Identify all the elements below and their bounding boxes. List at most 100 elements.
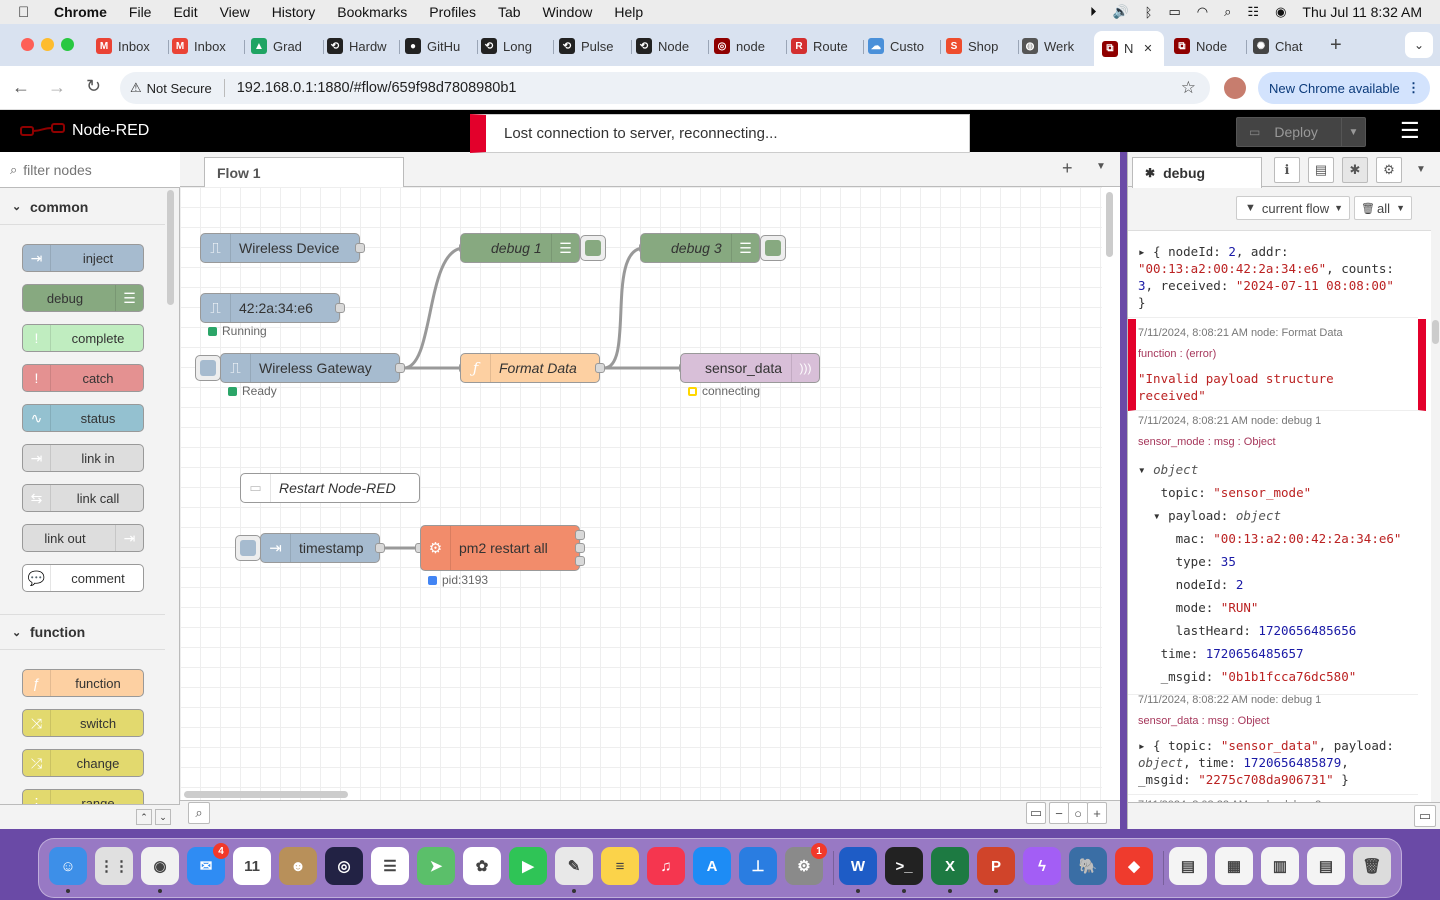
debug-3-toggle[interactable] xyxy=(760,235,786,261)
canvas-vertical-scrollbar[interactable] xyxy=(1106,192,1113,257)
node-wireless-device[interactable]: ⎍ Wireless Device xyxy=(200,233,360,263)
output-port[interactable] xyxy=(375,543,385,553)
profile-avatar[interactable] xyxy=(1224,77,1246,99)
menu-bookmarks[interactable]: Bookmarks xyxy=(337,4,408,20)
dock-chrome[interactable]: ◉ xyxy=(141,847,179,885)
dock-settings[interactable]: ⚙1 xyxy=(785,843,827,885)
tab-nodered-8[interactable]: ◎node xyxy=(714,31,782,61)
node-restart-comment[interactable]: ▭ Restart Node-RED xyxy=(240,473,420,503)
back-icon[interactable]: ← xyxy=(12,77,30,97)
debug-scrollbar[interactable] xyxy=(1432,320,1439,344)
tab-site-7[interactable]: ⟲Node xyxy=(636,31,704,61)
dock-word[interactable]: W xyxy=(839,847,877,885)
palette-node-status[interactable]: ∿status xyxy=(22,404,144,432)
forward-icon[interactable]: → xyxy=(48,77,66,97)
zoom-out-icon[interactable]: − xyxy=(1049,802,1069,824)
dock-keynote[interactable]: ⊥ xyxy=(739,847,777,885)
menu-edit[interactable]: Edit xyxy=(173,4,198,20)
bookmark-star-icon[interactable]: ☆ xyxy=(1180,78,1196,97)
menu-file[interactable]: File xyxy=(128,4,152,20)
node-debug-3[interactable]: debug 3 ☰ xyxy=(640,233,760,263)
output-port-2[interactable] xyxy=(575,543,585,553)
dock-powerpoint[interactable]: P xyxy=(977,847,1015,885)
flow-list-icon[interactable]: ▼ xyxy=(1096,161,1106,172)
dock-music[interactable]: ♫ xyxy=(647,847,685,885)
debug-message[interactable]: ▸ { nodeId: 2, addr:"00:13:a2:00:42:2a:3… xyxy=(1128,231,1418,318)
node-format-data[interactable]: ƒ Format Data xyxy=(460,353,600,383)
dock-contacts[interactable]: ☻ xyxy=(279,847,317,885)
dock-siri[interactable]: ◎ xyxy=(325,847,363,885)
search-flows-icon[interactable]: ⌕ xyxy=(188,802,210,824)
dock-postgres[interactable]: 🐘 xyxy=(1069,847,1107,885)
dock-notes[interactable]: ≡ xyxy=(601,847,639,885)
palette-node-inject[interactable]: ⇥inject xyxy=(22,244,144,272)
gateway-inject-button[interactable] xyxy=(195,355,221,381)
volume-icon[interactable]: 🔊 xyxy=(1112,4,1129,19)
palette-node-switch[interactable]: ⤨switch xyxy=(22,709,144,737)
open-debug-window-icon[interactable]: ▭ xyxy=(1414,805,1436,827)
dock-trash[interactable]: 🗑 xyxy=(1353,847,1391,885)
menu-tab[interactable]: Tab xyxy=(497,4,521,20)
battery-icon[interactable]: ▭ xyxy=(1168,4,1181,19)
dock-textedit[interactable]: ✎ xyxy=(555,847,593,885)
new-chrome-available-button[interactable]: New Chrome available ⋮ xyxy=(1258,72,1430,104)
node-debug-1[interactable]: debug 1 ☰ xyxy=(460,233,580,263)
zoom-reset-icon[interactable]: ○ xyxy=(1068,802,1088,824)
palette-category-common[interactable]: ⌄ common xyxy=(0,189,165,225)
tab-globe-12[interactable]: ◍Werk xyxy=(1022,31,1090,61)
dock-mail[interactable]: ✉4 xyxy=(187,843,229,885)
output-port[interactable] xyxy=(395,363,405,373)
config-tab-icon[interactable]: ⚙ xyxy=(1376,157,1402,183)
tab-cloud-10[interactable]: ☁Custo xyxy=(868,31,936,61)
palette-node-link-out[interactable]: ⇥link out xyxy=(22,524,144,552)
clear-debug-button[interactable]: 🗑 all ▼ xyxy=(1354,196,1412,220)
deploy-button[interactable]: ▭ Deploy ▼ xyxy=(1236,117,1366,147)
dock-anydesk[interactable]: ◆ xyxy=(1115,847,1153,885)
menu-app-name[interactable]: Chrome xyxy=(54,4,107,20)
security-chip[interactable]: Not Secure xyxy=(146,80,212,96)
palette-node-link-in[interactable]: ⇥link in xyxy=(22,444,144,472)
dock-reminders[interactable]: ☰ xyxy=(371,847,409,885)
tab-github-4[interactable]: ●GitHu xyxy=(405,31,473,61)
collapse-all-icon[interactable]: ⌃ xyxy=(136,809,152,825)
palette-category-function[interactable]: ⌄ function xyxy=(0,614,165,650)
bluetooth-icon[interactable]: ᛒ xyxy=(1144,4,1153,20)
dock-calendar[interactable]: 11 xyxy=(233,847,271,885)
debug-message-list[interactable]: ▸ { nodeId: 2, addr:"00:13:a2:00:42:2a:3… xyxy=(1128,230,1431,802)
palette-node-complete[interactable]: !complete xyxy=(22,324,144,352)
spotlight-icon[interactable]: ⌕ xyxy=(1224,4,1232,19)
tab-site-6[interactable]: ⟲Pulse xyxy=(559,31,627,61)
node-mac-device[interactable]: ⎍ 42:2a:34:e6 xyxy=(200,293,340,323)
dock-excel[interactable]: X xyxy=(931,847,969,885)
zoom-window-button[interactable] xyxy=(61,38,74,51)
output-port-1[interactable] xyxy=(575,530,585,540)
reload-icon[interactable]: ↻ xyxy=(86,76,102,96)
tab-chatgpt-15[interactable]: ✺Chat xyxy=(1253,31,1321,61)
tab-search-icon[interactable]: ⌄ xyxy=(1405,32,1433,58)
warning-icon[interactable]: ⚠ xyxy=(130,80,142,95)
chrome-menu-icon[interactable]: ⋮ xyxy=(1407,80,1420,95)
menu-view[interactable]: View xyxy=(219,4,250,20)
palette-node-catch[interactable]: !catch xyxy=(22,364,144,392)
tab-nodered-13[interactable]: ⧉N✕ xyxy=(1094,31,1164,66)
tab-drive-2[interactable]: ▲Grad xyxy=(251,31,319,61)
palette-scrollbar[interactable] xyxy=(167,190,174,305)
tab-debug[interactable]: ✱ debug xyxy=(1132,157,1262,188)
deploy-menu-icon[interactable]: ▼ xyxy=(1341,118,1365,146)
dock-recent-1[interactable]: ▤ xyxy=(1169,847,1207,885)
tab-site-5[interactable]: ⟲Long xyxy=(481,31,549,61)
menu-clock[interactable]: Thu Jul 11 8:32 AM xyxy=(1302,4,1422,20)
close-tab-icon[interactable]: ✕ xyxy=(1143,43,1153,55)
filter-nodes-input[interactable] xyxy=(23,161,164,178)
tab-site-3[interactable]: ⟲Hardw xyxy=(327,31,395,61)
dock-photos[interactable]: ✿ xyxy=(463,847,501,885)
menu-help[interactable]: Help xyxy=(614,4,644,20)
minimize-window-button[interactable] xyxy=(41,38,54,51)
help-tab-icon[interactable]: ▤ xyxy=(1308,157,1334,183)
